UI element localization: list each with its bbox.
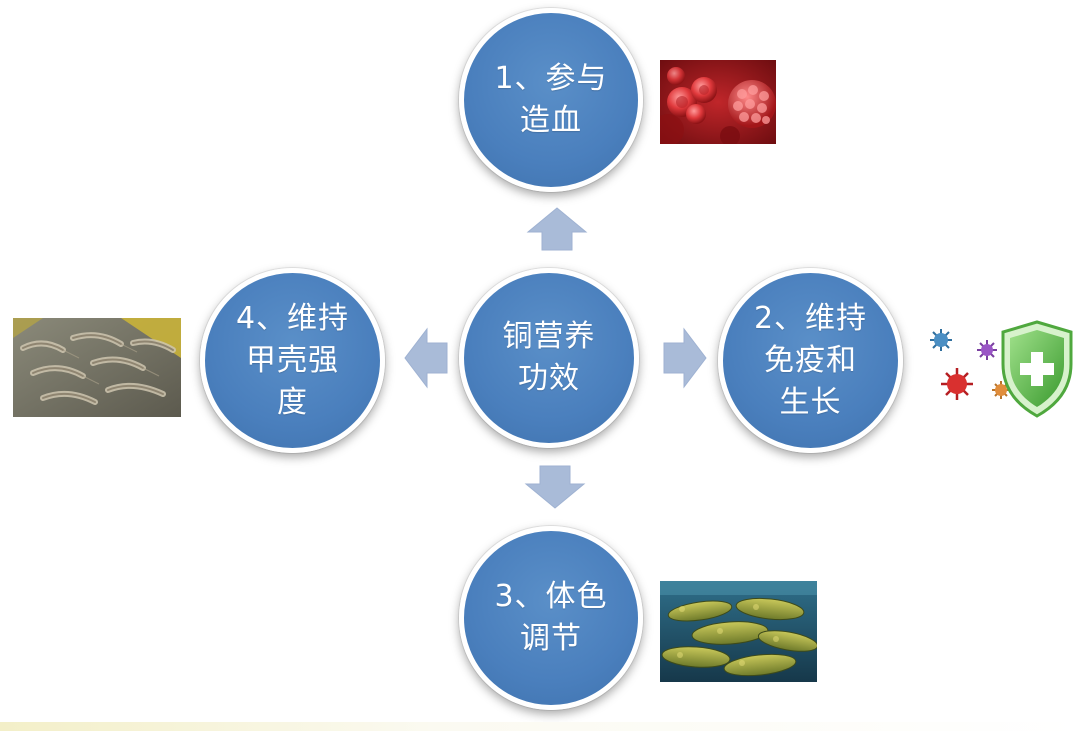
virus-icon-red [941,368,973,400]
node-body-color: 3、体色 调节 [459,526,643,710]
node-hematopoiesis-label: 1、参与 造血 [494,61,608,138]
node-body-color-label: 3、体色 调节 [494,579,608,656]
node-immunity-growth: 2、维持 免疫和 生长 [718,268,903,453]
shield-icon [1001,320,1073,418]
center-node: 铜营养 功效 [459,268,639,448]
bottom-decoration-strip [0,722,1080,731]
node-hematopoiesis: 1、参与 造血 [459,8,643,192]
node-shell-strength-label: 4、维持 甲壳强 度 [235,300,350,420]
arrow-up [526,207,588,251]
virus-icon-orange [992,381,1010,399]
arrow-left [404,327,448,389]
node-immunity-growth-label: 2、维持 免疫和 生长 [753,300,868,420]
shrimp-image [13,318,181,417]
center-node-label: 铜营养 功效 [502,319,596,396]
red-blood-cells-image [660,60,776,144]
arrow-down [524,465,586,509]
catfish-image [660,581,817,682]
virus-shield-image [925,318,1075,418]
arrow-right [663,327,707,389]
virus-icon-purple [977,340,997,360]
node-shell-strength: 4、维持 甲壳强 度 [200,268,385,453]
virus-icon-blue [930,329,952,351]
